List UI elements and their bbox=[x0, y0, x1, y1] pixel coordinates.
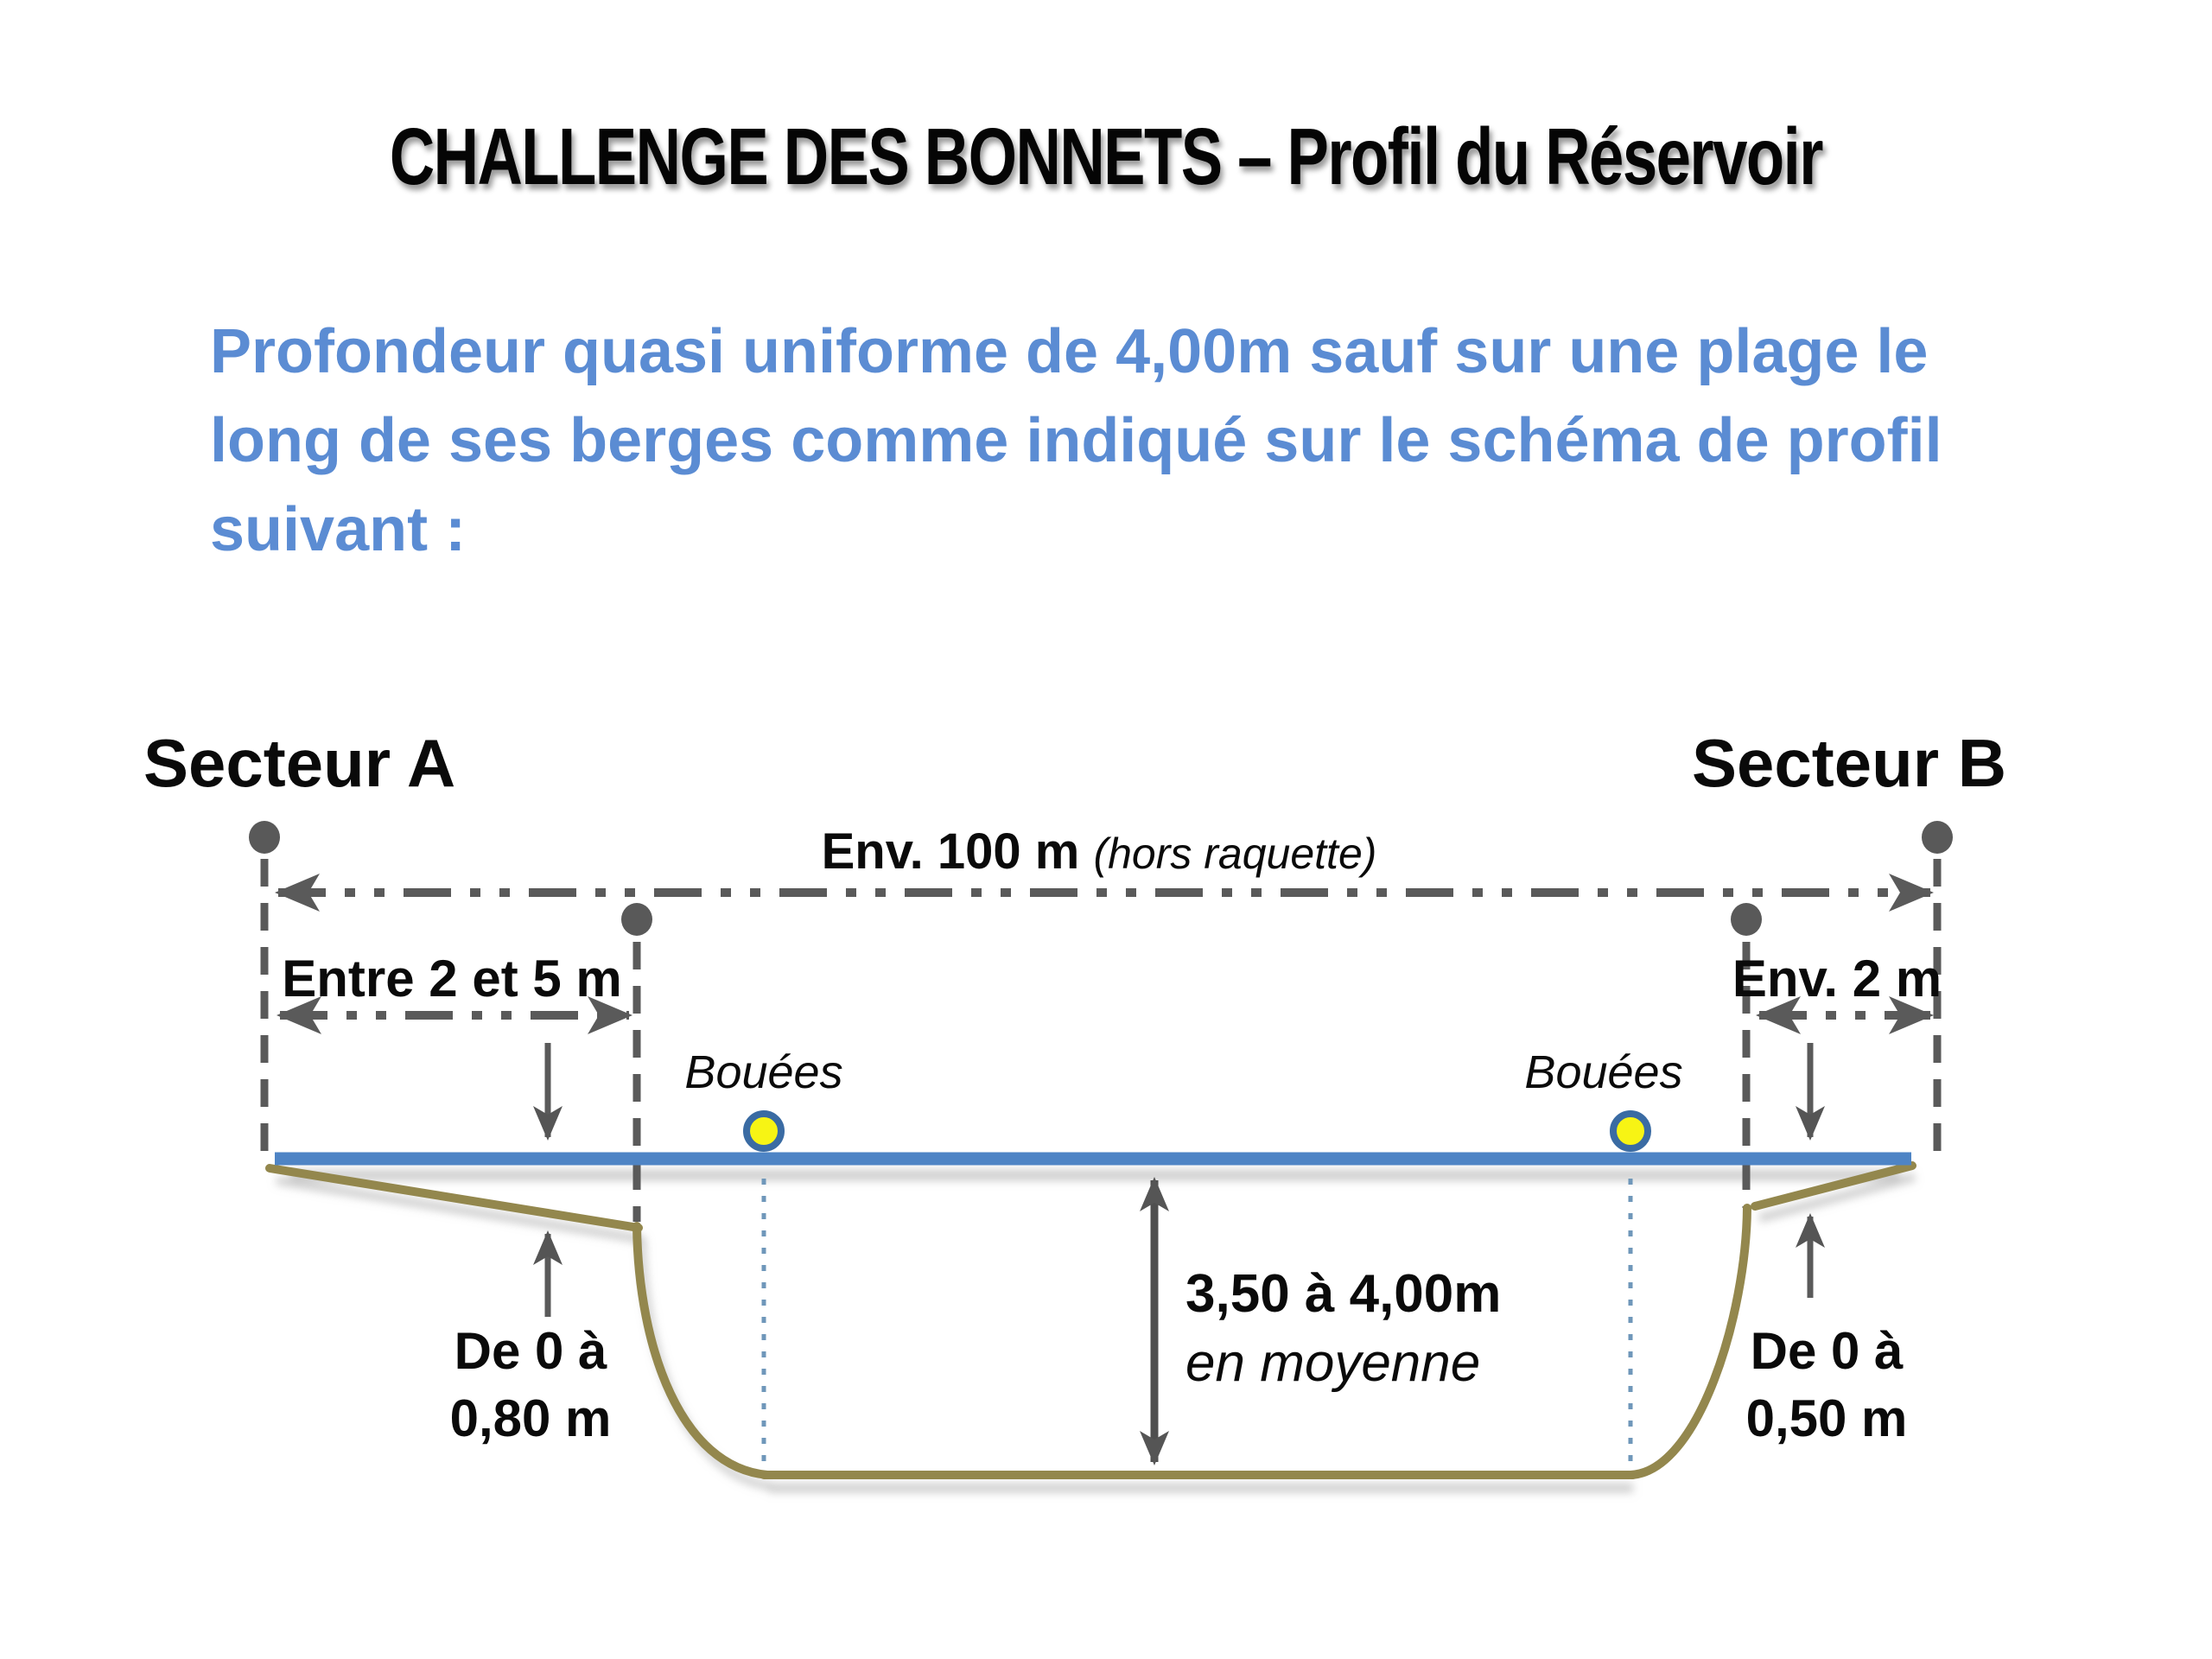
post-dot-right-inner bbox=[1731, 903, 1762, 936]
dim-left-beach-label: Entre 2 et 5 m bbox=[282, 950, 622, 1007]
depth-note-label: en moyenne bbox=[1185, 1333, 1481, 1393]
intro-line-3: suivant : bbox=[210, 495, 467, 564]
beach-slope-right bbox=[1751, 1161, 1916, 1211]
shore-depth-right-line2: 0,50 m bbox=[1745, 1389, 1908, 1447]
shore-depth-right-line1: De 0 à bbox=[1750, 1322, 1904, 1380]
dim-100m-label: Env. 100 m (hors raquette) bbox=[822, 823, 1377, 880]
dim-100m-note: (hors raquette) bbox=[1093, 830, 1377, 878]
dim-100m-value: Env. 100 m bbox=[821, 823, 1080, 880]
page-title-text: CHALLENGE DES BONNETS – Profil du Réserv… bbox=[389, 111, 1824, 201]
sector-a-label: Secteur A bbox=[143, 725, 456, 801]
beach-shadow-left bbox=[276, 1176, 642, 1243]
buoy-label-right: Bouées bbox=[1524, 1046, 1683, 1098]
shore-depth-left-line1: De 0 à bbox=[454, 1322, 607, 1380]
buoy-right-icon bbox=[1610, 1110, 1651, 1152]
beach-shadow-right bbox=[1758, 1173, 1916, 1223]
depth-main-label: 3,50 à 4,00m bbox=[1185, 1264, 1502, 1324]
post-dot-right-outer bbox=[1922, 821, 1953, 854]
post-dot-left-outer bbox=[249, 821, 280, 854]
buoy-left-icon bbox=[743, 1110, 785, 1152]
post-dot-left-inner bbox=[621, 903, 652, 936]
page-title: CHALLENGE DES BONNETS – Profil du Réserv… bbox=[0, 111, 2212, 203]
intro-line-1: Profondeur quasi uniforme de 4,00m sauf … bbox=[210, 317, 1929, 386]
intro-paragraph: Profondeur quasi uniforme de 4,00m sauf … bbox=[210, 308, 2111, 575]
dim-right-beach-label: Env. 2 m bbox=[1732, 950, 1942, 1007]
shore-depth-left-line2: 0,80 m bbox=[449, 1389, 612, 1447]
beach-slope-left bbox=[265, 1164, 643, 1232]
intro-line-2: long de ses berges comme indiqué sur le … bbox=[210, 406, 1942, 475]
basin-wall-left bbox=[632, 1222, 772, 1479]
basin-wall-right bbox=[1626, 1204, 1751, 1479]
sector-b-label: Secteur B bbox=[1692, 725, 2007, 801]
buoy-label-left: Bouées bbox=[684, 1046, 843, 1098]
